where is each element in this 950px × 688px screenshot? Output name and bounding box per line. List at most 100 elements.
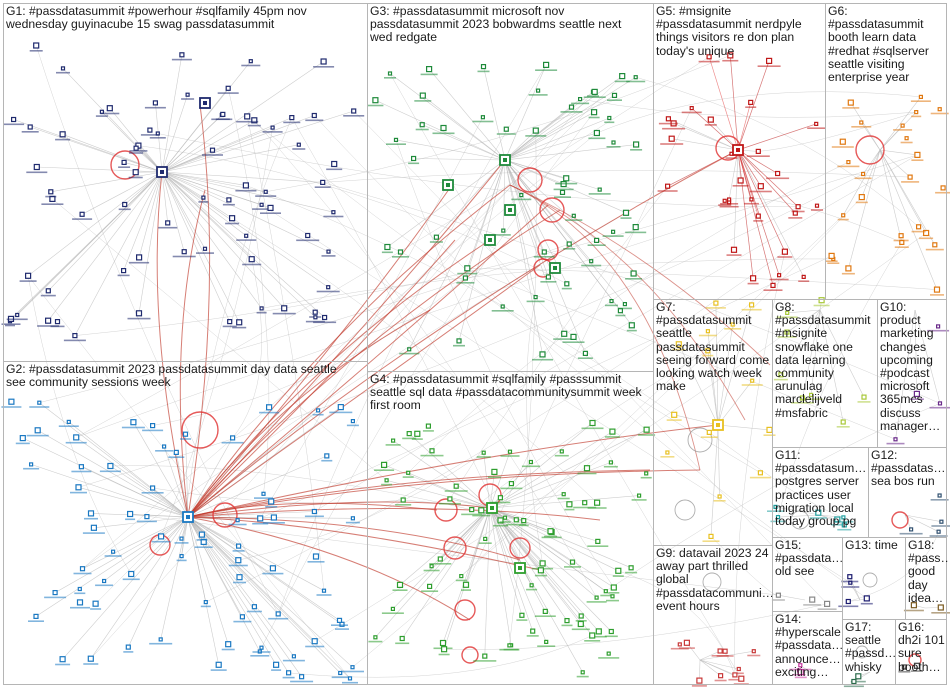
node <box>125 644 131 650</box>
node <box>173 449 179 455</box>
edge <box>710 424 719 537</box>
node <box>533 295 538 300</box>
node-caption <box>305 119 324 122</box>
node-caption <box>232 550 245 552</box>
node <box>121 159 127 165</box>
node-caption <box>63 339 86 342</box>
node-caption <box>544 535 557 538</box>
node <box>559 189 566 195</box>
edge <box>161 171 329 252</box>
edge <box>130 516 189 575</box>
node-caption <box>607 99 622 101</box>
node <box>179 52 185 58</box>
group-panel-g15: G15: #passdata… old see <box>772 537 843 612</box>
node-caption <box>56 71 70 74</box>
node-caption <box>714 679 727 682</box>
edge <box>109 108 163 173</box>
node-caption <box>331 624 348 626</box>
node <box>937 107 942 112</box>
node-caption <box>117 274 130 277</box>
edge <box>717 304 752 426</box>
node <box>79 211 85 217</box>
node-caption <box>323 215 344 218</box>
node <box>795 204 801 210</box>
node <box>203 599 208 605</box>
edge <box>504 159 536 298</box>
edge <box>187 516 302 677</box>
node <box>775 514 781 520</box>
edge <box>352 196 862 668</box>
group-label-g13: G13: time <box>845 539 898 552</box>
node <box>784 329 790 335</box>
node <box>809 596 816 603</box>
node-caption <box>564 508 575 511</box>
edge-highlight <box>667 149 739 187</box>
node-caption <box>392 589 408 591</box>
node-caption <box>496 133 516 135</box>
node-caption <box>198 201 209 203</box>
node-caption <box>411 438 423 440</box>
node <box>215 661 222 668</box>
node-caption <box>104 555 122 557</box>
node-caption <box>142 429 164 432</box>
node-caption <box>254 497 273 499</box>
edge <box>232 259 262 439</box>
node <box>60 66 66 71</box>
node <box>706 54 712 60</box>
node-caption <box>606 599 619 602</box>
node <box>44 317 52 324</box>
node-caption <box>367 104 384 107</box>
hub-node-core <box>553 266 557 270</box>
edge <box>392 440 491 509</box>
group-panel-g13: G13: time <box>842 537 906 620</box>
node <box>544 639 549 645</box>
node-caption <box>893 129 913 131</box>
node-caption <box>749 190 772 193</box>
node-caption <box>564 566 581 568</box>
node-caption <box>841 272 855 275</box>
node-caption <box>630 149 643 151</box>
node-caption <box>307 561 325 563</box>
node <box>797 668 804 676</box>
node <box>913 390 921 397</box>
node <box>78 464 85 470</box>
node <box>19 435 26 442</box>
node <box>480 115 485 120</box>
node-caption <box>702 540 720 542</box>
node <box>542 608 548 615</box>
node-caption <box>473 660 497 662</box>
edge-highlight <box>187 184 511 518</box>
node-caption <box>271 669 282 671</box>
node-caption <box>526 635 539 637</box>
edge <box>254 120 597 598</box>
node <box>628 322 635 329</box>
node-caption <box>670 647 689 650</box>
edge <box>504 95 615 161</box>
node-caption <box>833 520 854 523</box>
node <box>77 586 82 592</box>
edge <box>861 149 881 198</box>
node <box>801 274 806 279</box>
node <box>765 57 773 65</box>
node <box>815 509 822 516</box>
node-caption <box>180 438 191 440</box>
node-caption <box>590 635 607 638</box>
node <box>257 515 264 522</box>
edge <box>780 309 821 375</box>
node <box>913 662 921 669</box>
node-caption <box>1 323 21 325</box>
edge <box>489 507 543 564</box>
node <box>419 122 425 128</box>
edge <box>489 429 647 509</box>
edge <box>904 514 939 532</box>
node <box>814 203 820 208</box>
edge-highlight <box>509 184 746 421</box>
node-caption <box>718 204 732 206</box>
node-caption <box>577 357 593 359</box>
node-caption <box>456 282 475 284</box>
node <box>530 628 536 634</box>
node <box>507 643 512 648</box>
edge <box>161 171 168 223</box>
node-caption <box>122 578 140 581</box>
self-loop <box>702 572 722 592</box>
